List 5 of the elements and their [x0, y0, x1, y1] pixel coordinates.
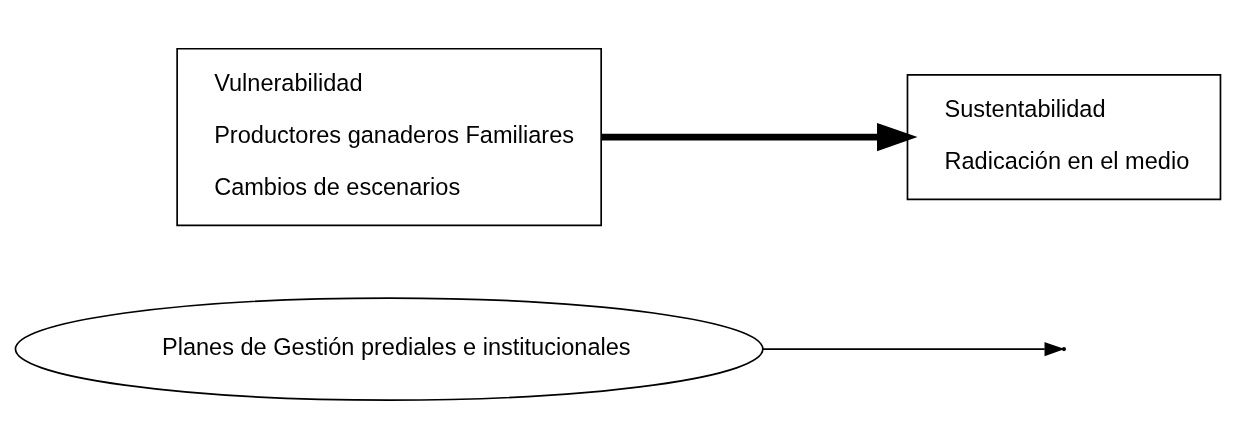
- node-box: Sustentabilidad Radicación en el medio: [906, 73, 1222, 200]
- arrow: [601, 122, 918, 151]
- arrow: [762, 341, 1065, 356]
- node-ellipse: Planes de Gestión prediales e institucionales: [14, 296, 764, 401]
- node-box: Vulnerabilidad Productores ganaderos Familiares Cambios de escenarios: [176, 47, 602, 226]
